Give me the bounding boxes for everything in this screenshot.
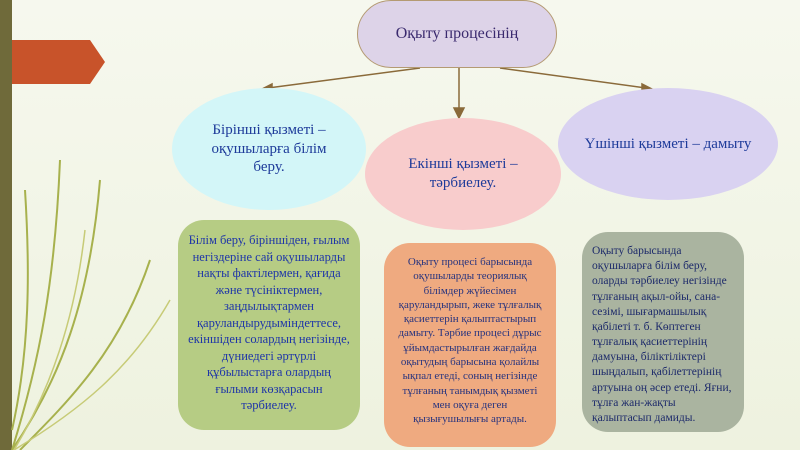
function-label-1: Бірінші қызметі – оқушыларға білім беру.: [211, 121, 327, 176]
function-oval-3: Үшінші қызметі – дамыту: [558, 88, 778, 200]
function-label-3: Үшінші қызметі – дамыту: [584, 135, 752, 152]
description-text-1: Білім беру, біріншіден, ғылым негіздерін…: [188, 233, 350, 412]
grass-decoration: [11, 159, 151, 450]
process-title-text: Оқыту процесінің: [395, 25, 519, 42]
process-title: Оқыту процесінің: [357, 0, 557, 68]
grass-decoration-2: [13, 229, 171, 450]
description-box-2: Оқыту процесі барысында оқушыларды теори…: [384, 243, 556, 447]
function-label-2: Екінші қызметі – тәрбиелеу.: [408, 156, 518, 191]
function-oval-1: Бірінші қызметі – оқушыларға білім беру.: [172, 88, 366, 210]
red-arrow-icon: [12, 40, 105, 84]
function-oval-2: Екінші қызметі – тәрбиелеу.: [365, 118, 561, 230]
description-box-1: Білім беру, біріншіден, ғылым негіздерін…: [178, 220, 360, 430]
description-text-2: Оқыту процесі барысында оқушыларды теори…: [398, 256, 542, 426]
description-text-3: Оқыту барысында оқушыларға білім беру, о…: [592, 245, 732, 424]
description-box-3: Оқыту барысында оқушыларға білім беру, о…: [582, 232, 744, 432]
left-accent-bar: [0, 0, 12, 450]
